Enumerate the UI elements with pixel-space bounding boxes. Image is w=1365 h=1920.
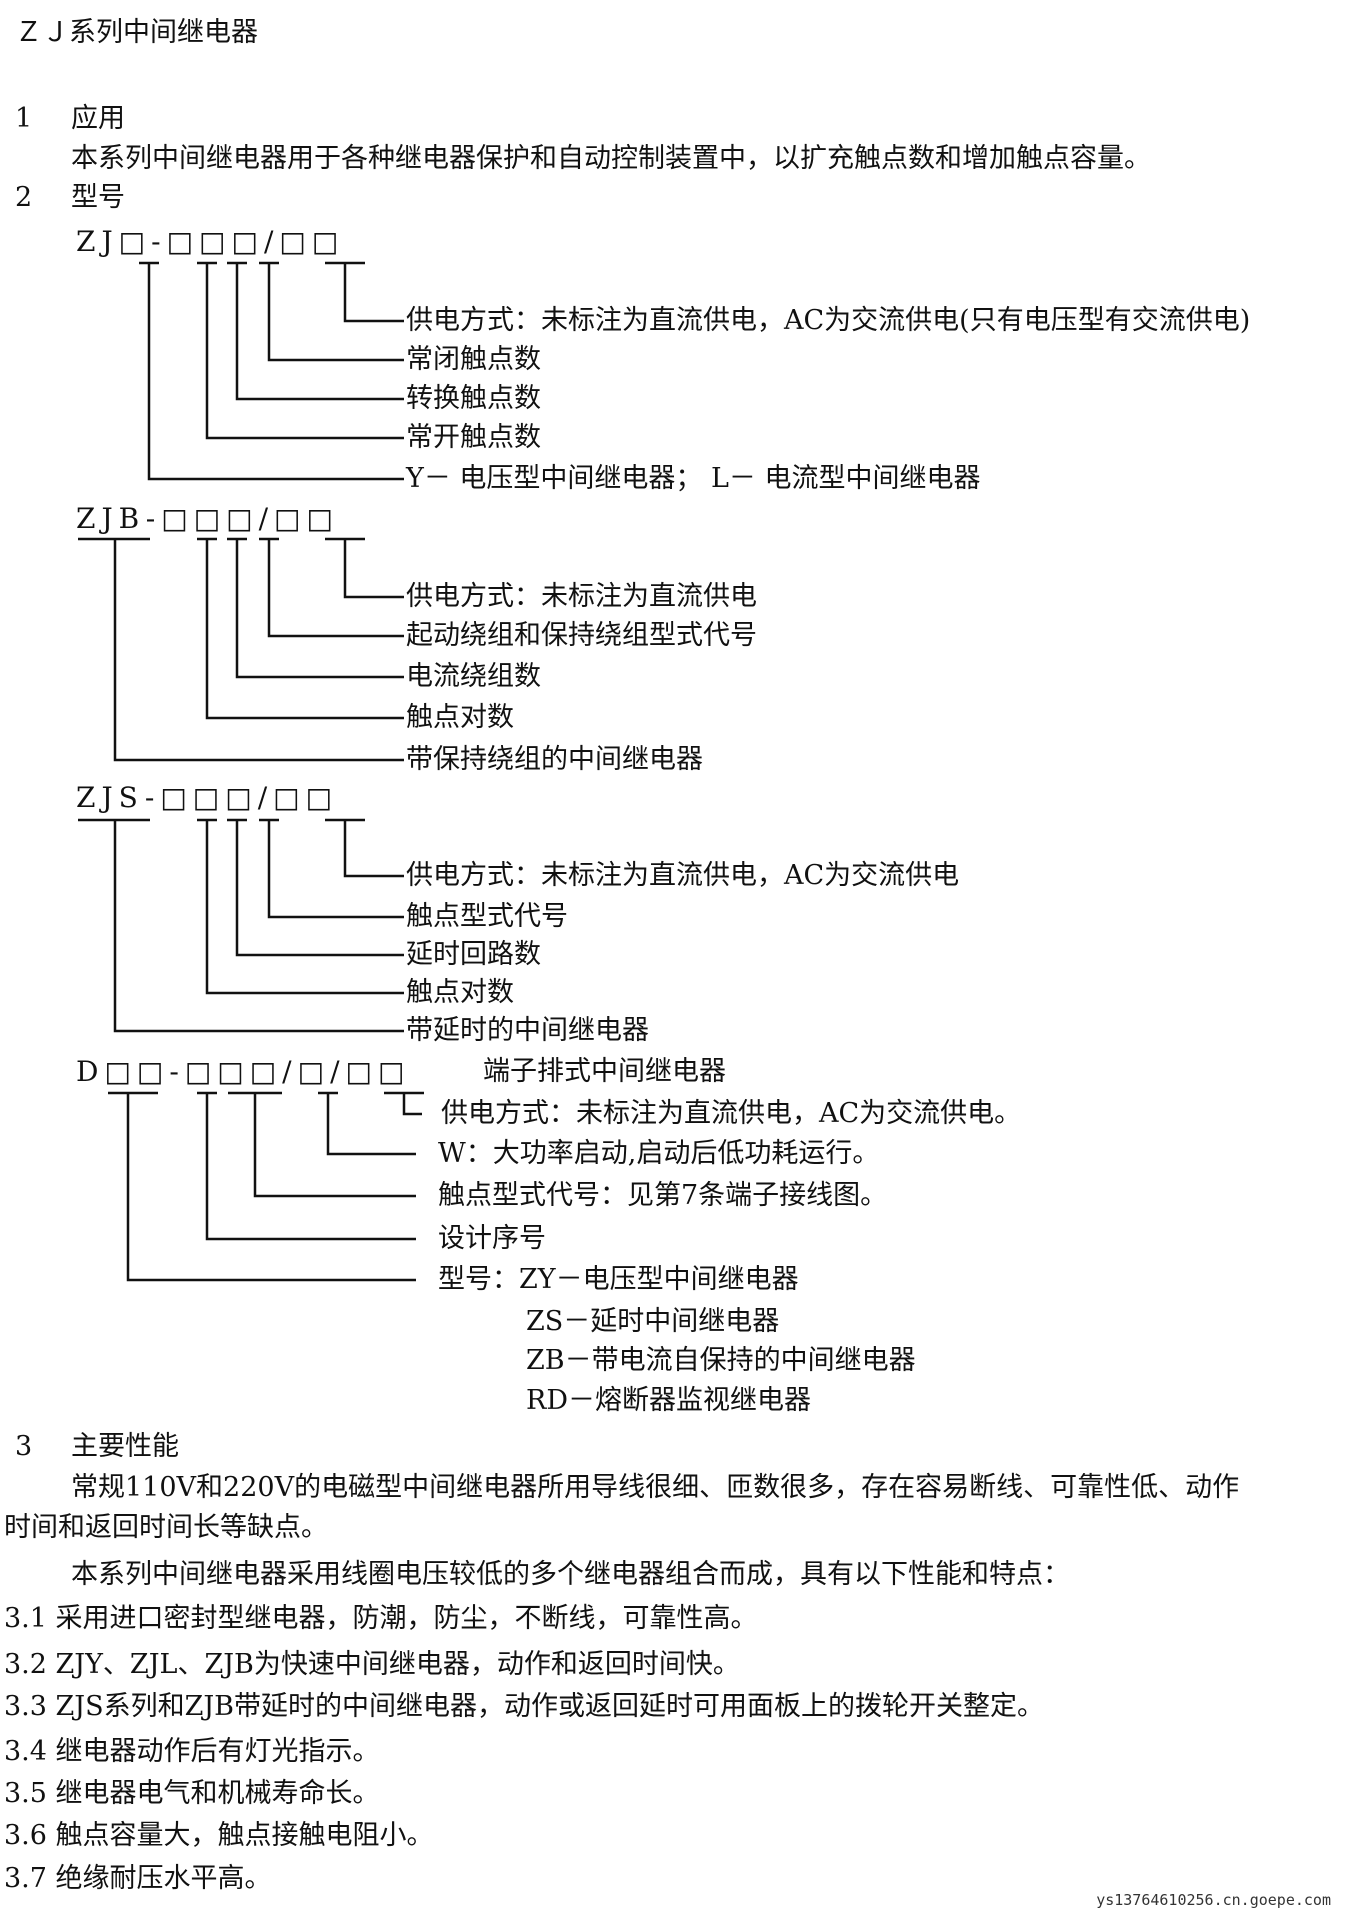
d-type: ZB－带电流自保持的中间继电器 [526, 1345, 916, 1376]
zjs-label: 触点对数 [406, 977, 514, 1008]
section-2-number: 2 [15, 182, 33, 213]
zj-label: 供电方式：未标注为直流供电，AC为交流供电(只有电压型有交流供电) [406, 305, 1251, 336]
zjb-model-code: ZJB-□□□/□□ [76, 502, 339, 535]
section-3-paragraph: 时间和返回时间长等缺点。 [4, 1512, 328, 1543]
d-label: W：大功率启动,启动后低功耗运行。 [438, 1138, 880, 1169]
zj-brackets [139, 261, 404, 481]
d-type: ZS－延时中间继电器 [526, 1306, 780, 1337]
section-3-heading: 主要性能 [71, 1431, 179, 1462]
d-label: 型号：ZY－电压型中间继电器 [438, 1264, 799, 1295]
zj-model-code: ZJ□-□□□/□□ [76, 225, 345, 258]
section-2-heading: 型号 [71, 182, 125, 213]
section-1-body: 本系列中间继电器用于各种继电器保护和自动控制装置中，以扩充触点数和增加触点容量。 [71, 143, 1151, 174]
zjb-label: 起动绕组和保持绕组型式代号 [406, 620, 757, 651]
feature-item: 3.1 采用进口密封型继电器，防潮，防尘，不断线，可靠性高。 [4, 1603, 758, 1634]
section-1-number: 1 [15, 103, 33, 134]
zj-label: Y－ 电压型中间继电器； L－ 电流型中间继电器 [406, 463, 981, 494]
zjs-model-code: ZJS-□□□/□□ [76, 781, 339, 814]
d-model-code: D□□-□□□/□/□□ [76, 1055, 411, 1088]
document-title: ＺＪ系列中间继电器 [15, 17, 258, 48]
feature-item: 3.7 绝缘耐压水平高。 [4, 1863, 272, 1894]
zjb-label: 电流绕组数 [406, 661, 541, 692]
d-brackets [108, 1091, 424, 1282]
zjs-label: 供电方式：未标注为直流供电，AC为交流供电 [406, 860, 960, 891]
zjb-label: 带保持绕组的中间继电器 [406, 744, 703, 775]
feature-item: 3.4 继电器动作后有灯光指示。 [4, 1736, 380, 1767]
zjb-label: 触点对数 [406, 702, 514, 733]
d-label: 触点型式代号：见第7条端子接线图。 [438, 1180, 888, 1211]
d-type: RD－熔断器监视继电器 [526, 1385, 811, 1416]
zjs-label: 带延时的中间继电器 [406, 1015, 649, 1046]
zjb-label: 供电方式：未标注为直流供电 [406, 581, 757, 612]
zjs-label: 延时回路数 [406, 939, 541, 970]
section-3-paragraph: 本系列中间继电器采用线圈电压较低的多个继电器组合而成，具有以下性能和特点： [71, 1559, 1070, 1590]
section-3-paragraph: 常规110V和220V的电磁型中间继电器所用导线很细、匝数很多，存在容易断线、可… [71, 1472, 1240, 1503]
feature-item: 3.3 ZJS系列和ZJB带延时的中间继电器，动作或返回延时可用面板上的拨轮开关… [4, 1691, 1045, 1722]
zj-label: 常开触点数 [406, 422, 541, 453]
zjb-brackets [78, 537, 404, 762]
section-1-heading: 应用 [71, 103, 125, 134]
zjs-label: 触点型式代号 [406, 901, 568, 932]
zj-label: 常闭触点数 [406, 344, 541, 375]
d-model-description: 端子排式中间继电器 [483, 1056, 726, 1087]
feature-item: 3.6 触点容量大，触点接触电阻小。 [4, 1820, 434, 1851]
d-label: 供电方式：未标注为直流供电，AC为交流供电。 [441, 1098, 1022, 1129]
d-label: 设计序号 [438, 1223, 546, 1254]
watermark: ys13764610256.cn.goepe.com [1096, 1891, 1331, 1909]
feature-item: 3.5 继电器电气和机械寿命长。 [4, 1778, 380, 1809]
section-3-number: 3 [15, 1431, 33, 1462]
feature-item: 3.2 ZJY、ZJL、ZJB为快速中间继电器，动作和返回时间快。 [4, 1649, 740, 1680]
zj-label: 转换触点数 [406, 383, 541, 414]
zjs-brackets [78, 818, 404, 1033]
